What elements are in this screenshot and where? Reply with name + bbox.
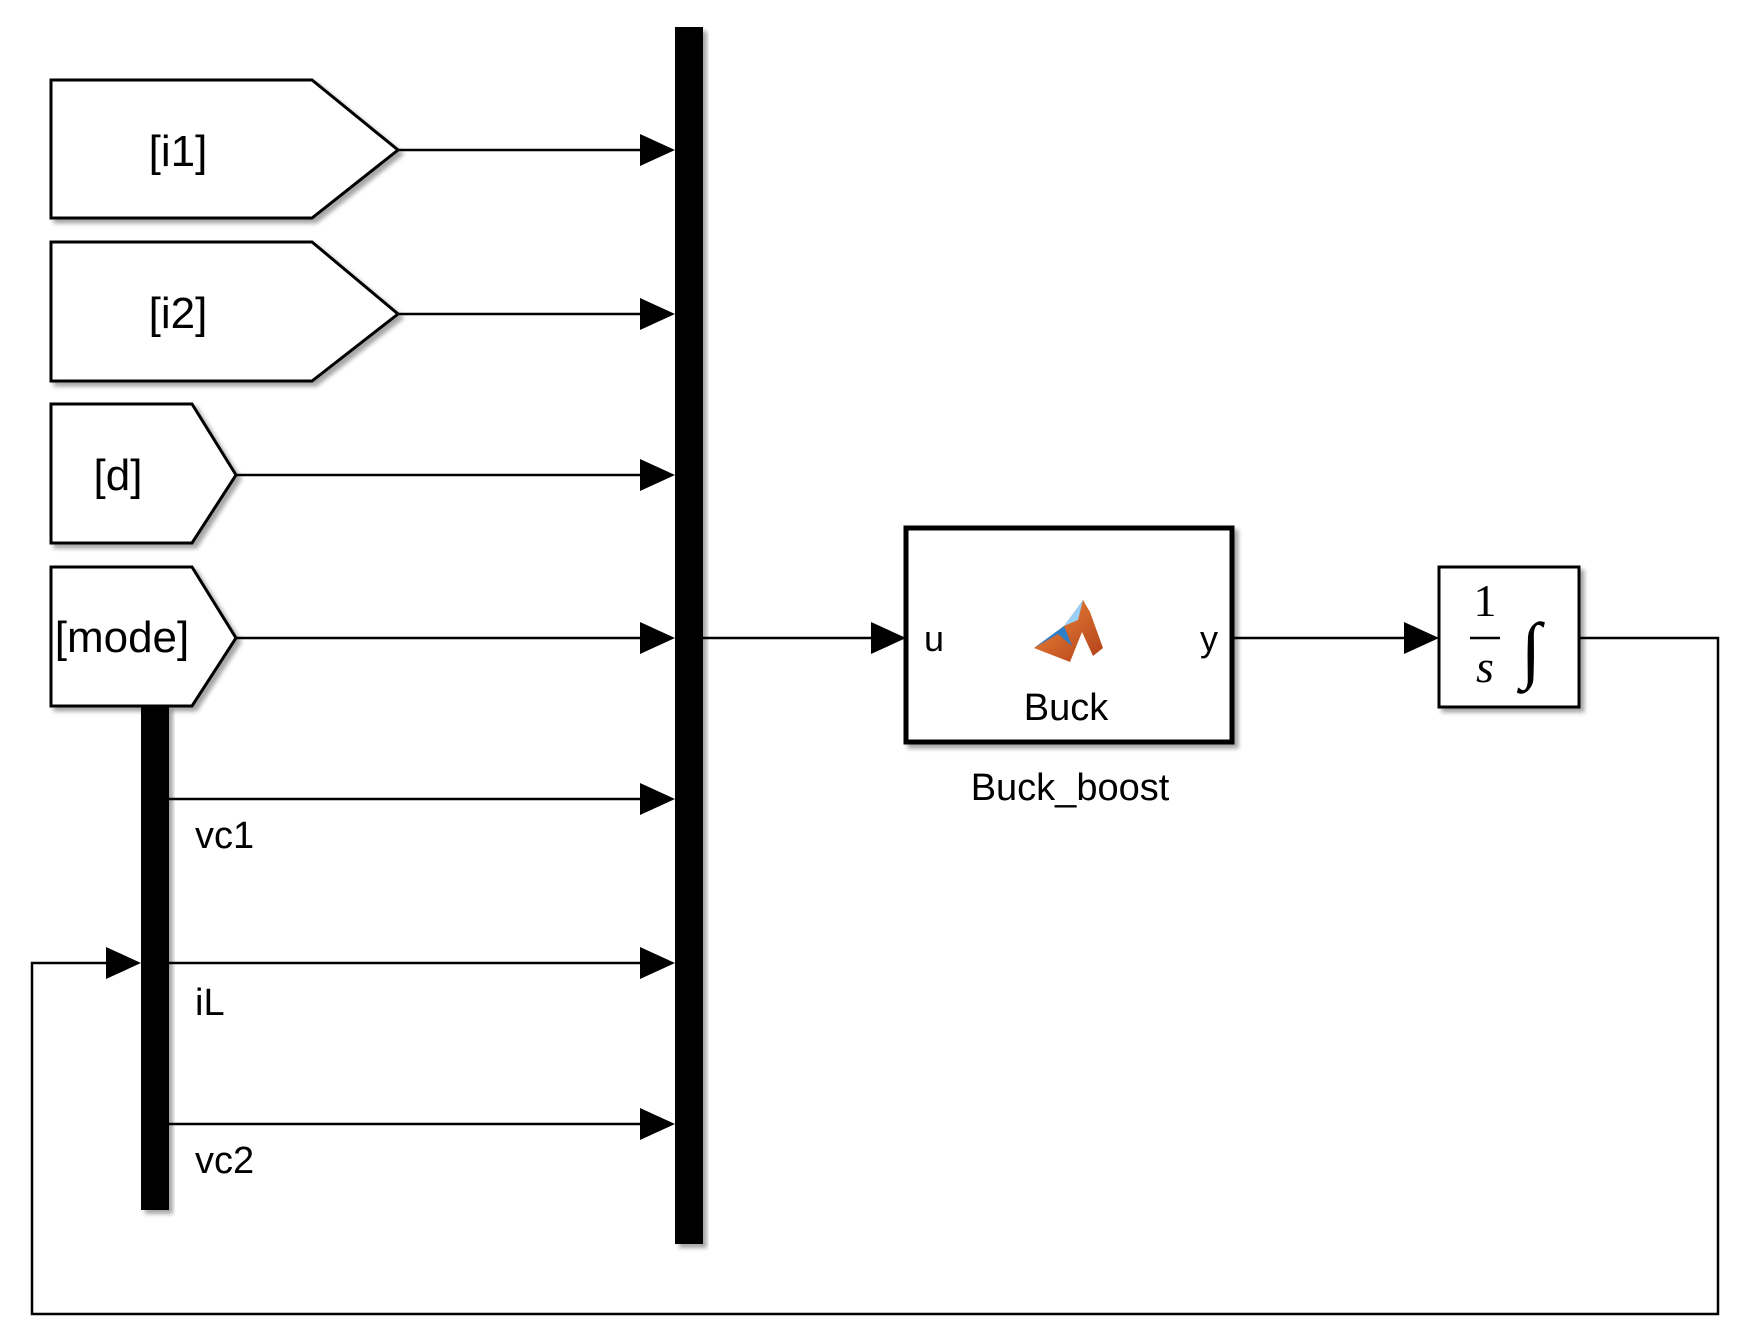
bus-signal-label-vc1: vc1 xyxy=(195,815,254,857)
signal-line-mode[interactable] xyxy=(236,622,675,654)
signal-line-vc1[interactable] xyxy=(169,783,675,815)
integral-symbol: ∫ xyxy=(1517,609,1546,694)
function-block-caption: Buck_boost xyxy=(971,767,1170,809)
arrowhead-icon xyxy=(640,134,675,166)
from-block-i2[interactable]: [i2] xyxy=(49,240,401,383)
arrowhead-icon xyxy=(1404,622,1439,654)
from-block-d-label: [d] xyxy=(94,451,143,500)
arrowhead-icon xyxy=(640,622,675,654)
arrowhead-icon xyxy=(640,459,675,491)
feedback-line[interactable] xyxy=(30,636,1720,1316)
signal-line-to-integrator[interactable] xyxy=(1232,622,1439,654)
integrator-block[interactable]: 1 s ∫ xyxy=(1437,565,1581,709)
from-block-d[interactable]: [d] xyxy=(49,402,238,545)
arrowhead-icon xyxy=(640,783,675,815)
arrowhead-icon xyxy=(106,947,141,979)
arrowhead-icon xyxy=(640,947,675,979)
arrowhead-icon xyxy=(640,1108,675,1140)
signal-line-d[interactable] xyxy=(236,459,675,491)
from-block-i1[interactable]: [i1] xyxy=(49,78,401,220)
from-block-mode[interactable]: [mode] xyxy=(49,565,238,708)
mux-bar[interactable] xyxy=(675,27,703,1244)
from-block-i1-label: [i1] xyxy=(149,127,208,176)
from-block-i2-label: [i2] xyxy=(149,289,208,338)
output-port-label: y xyxy=(1200,618,1218,659)
bus-signal-label-vc2: vc2 xyxy=(195,1140,254,1182)
matlab-function-block[interactable]: u y Buck xyxy=(903,525,1235,745)
function-block-name: Buck xyxy=(1024,687,1109,729)
from-block-mode-label: [mode] xyxy=(55,613,190,662)
integrator-denominator: s xyxy=(1476,641,1494,692)
signal-line-i1[interactable] xyxy=(398,134,675,166)
arrowhead-icon xyxy=(640,298,675,330)
matlab-logo-icon xyxy=(1034,600,1103,662)
input-port-label: u xyxy=(924,618,944,659)
bus-signal-label-iL: iL xyxy=(195,982,225,1024)
arrowhead-icon xyxy=(871,622,906,654)
signal-line-iL[interactable] xyxy=(169,947,675,979)
signal-line-vc2[interactable] xyxy=(169,1108,675,1140)
signal-line-i2[interactable] xyxy=(398,298,675,330)
bus-selector-bar[interactable] xyxy=(141,706,169,1210)
signal-line-mux-out[interactable] xyxy=(703,622,906,654)
integrator-numerator: 1 xyxy=(1474,575,1497,626)
